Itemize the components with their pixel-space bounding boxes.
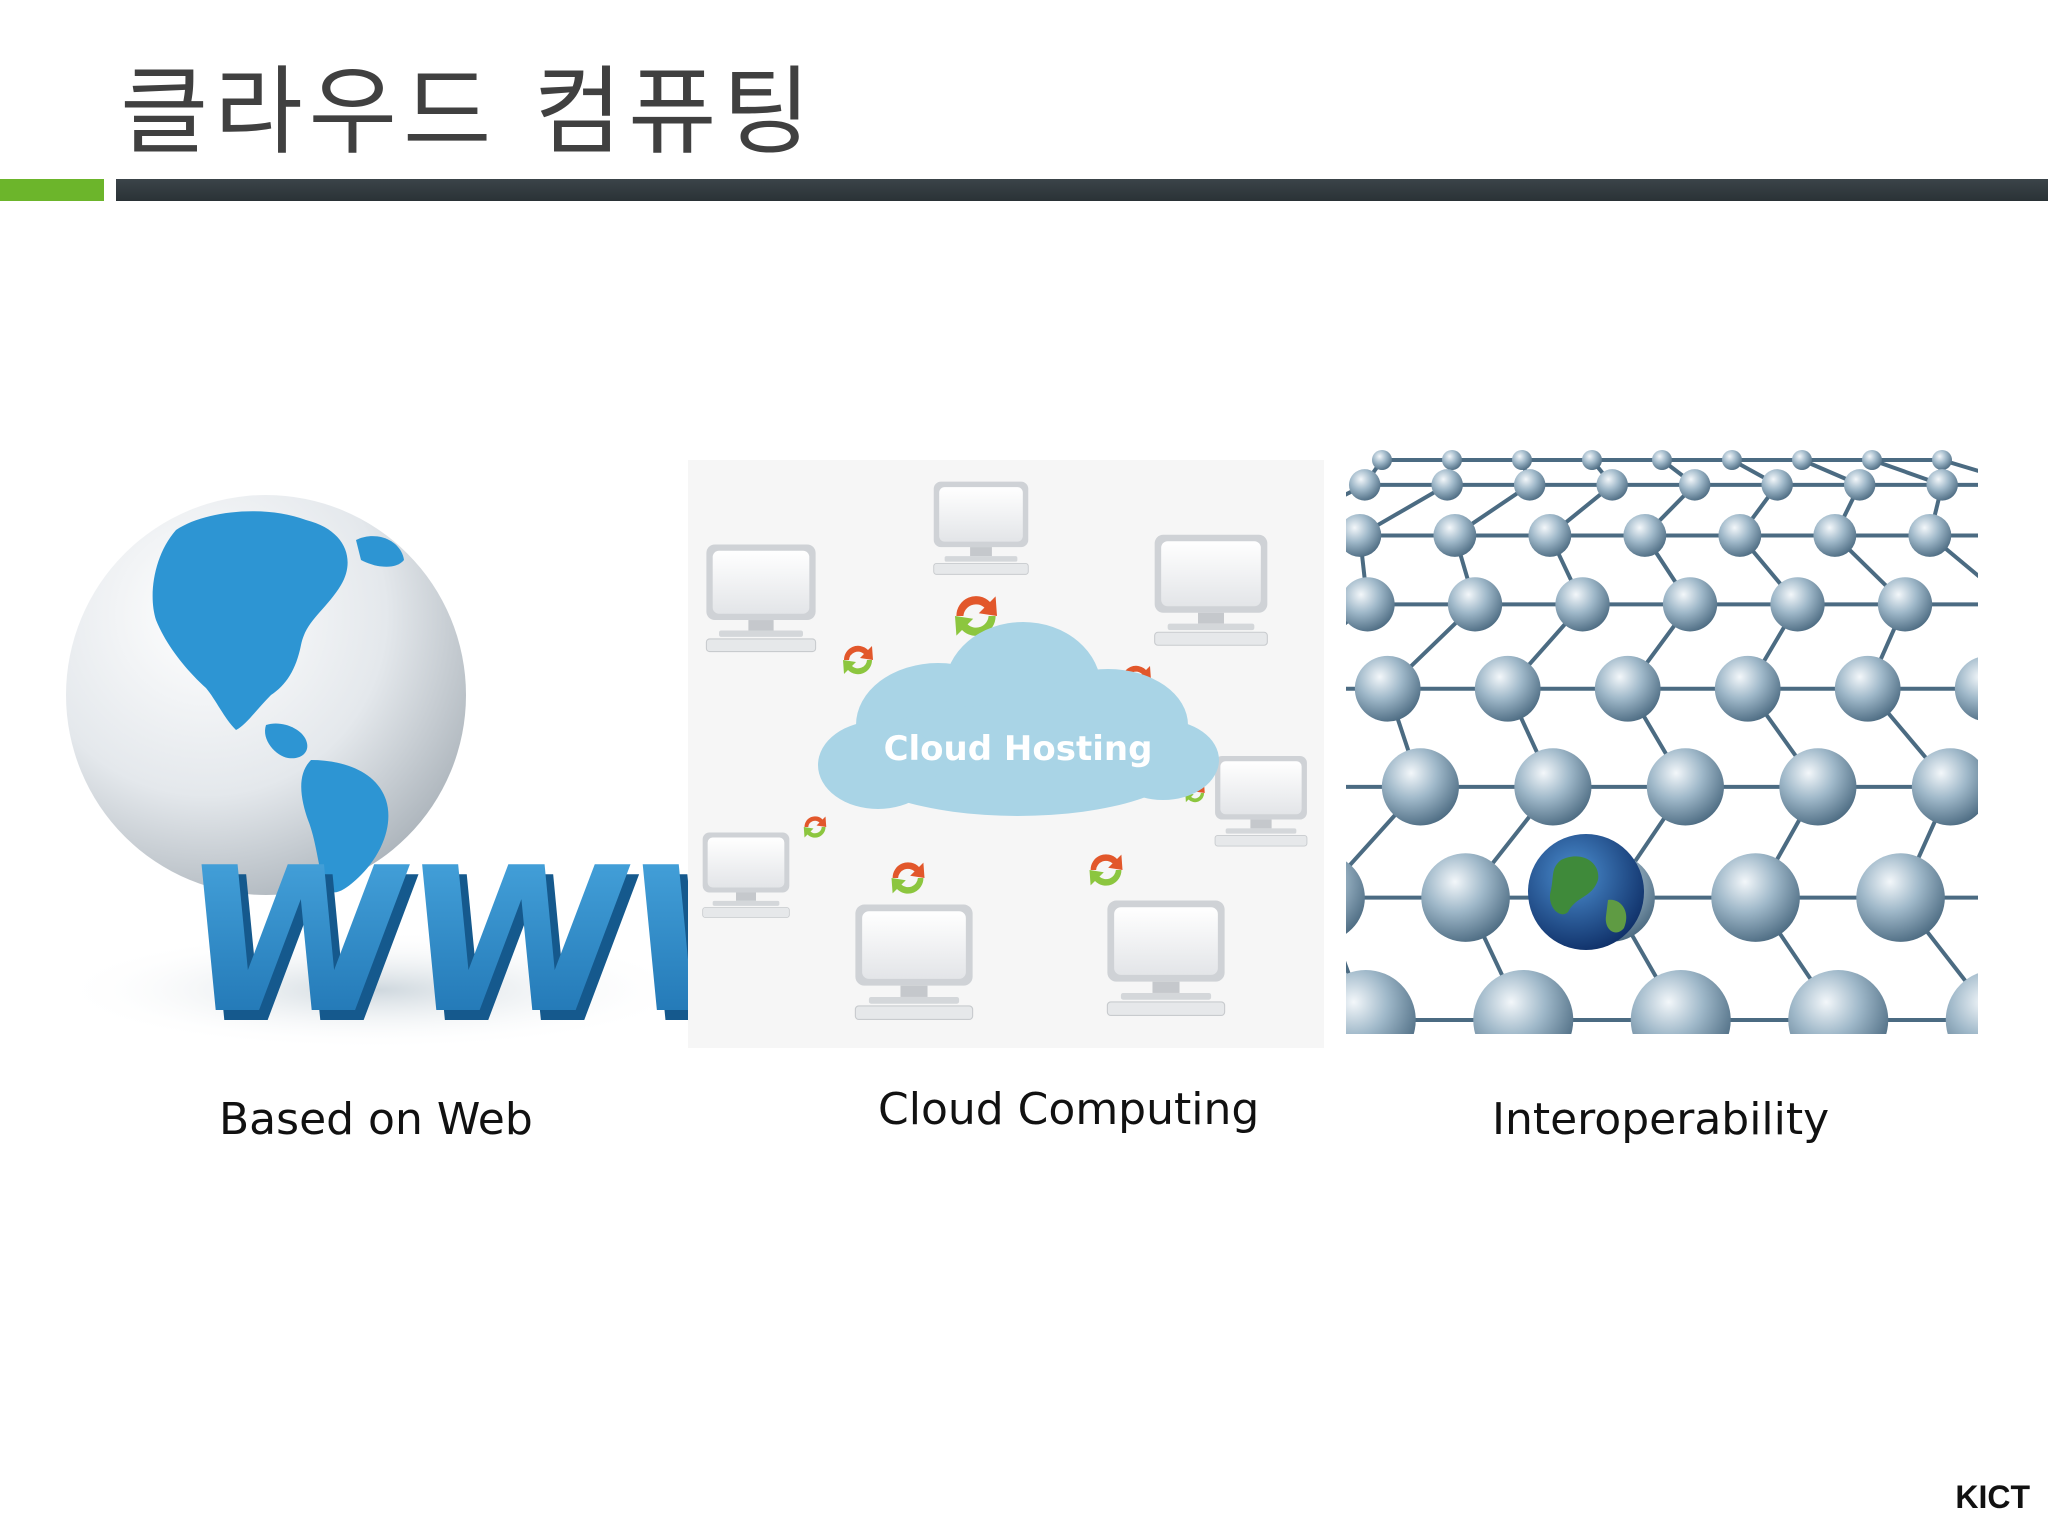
network-node bbox=[1596, 469, 1628, 501]
network-node bbox=[1514, 748, 1592, 826]
network-node bbox=[1348, 469, 1381, 501]
network-node bbox=[1594, 655, 1661, 722]
network-node bbox=[1433, 514, 1477, 557]
network-node bbox=[1945, 973, 1978, 1034]
network-node bbox=[1954, 657, 1978, 721]
network-node bbox=[1908, 514, 1952, 557]
network-node bbox=[1678, 469, 1711, 501]
network-node bbox=[1662, 577, 1718, 632]
network-node bbox=[1442, 450, 1462, 470]
cloud-hosting-icon: Cloud Hosting bbox=[688, 460, 1324, 1048]
www-globe-image: WWW WWW bbox=[56, 470, 696, 1070]
network-node bbox=[1512, 450, 1532, 470]
network-node bbox=[1623, 514, 1667, 557]
network-node bbox=[1346, 577, 1395, 632]
network-node bbox=[1862, 450, 1882, 470]
svg-text:WWW: WWW bbox=[177, 835, 696, 1068]
network-node bbox=[1555, 577, 1610, 632]
www-globe-icon: WWW WWW bbox=[56, 470, 696, 1070]
cloud-hosting-image: Cloud Hosting bbox=[688, 460, 1324, 1048]
network-node bbox=[1421, 853, 1510, 942]
cloud-hosting-label: Cloud Hosting bbox=[884, 729, 1153, 769]
network-nodes-image bbox=[1346, 450, 1978, 1034]
network-node bbox=[1792, 450, 1812, 470]
network-node bbox=[1381, 748, 1459, 826]
slide-title: 클라우드 컴퓨팅 bbox=[120, 56, 817, 168]
network-node bbox=[1473, 970, 1574, 1034]
network-node bbox=[1714, 655, 1781, 722]
network-node bbox=[1718, 514, 1762, 557]
network-node bbox=[1513, 469, 1546, 501]
network-node bbox=[1354, 655, 1421, 722]
network-node bbox=[1813, 514, 1857, 557]
network-node bbox=[1932, 450, 1952, 470]
network-node bbox=[1652, 450, 1672, 470]
network-node bbox=[1346, 861, 1365, 934]
caption-based-on-web: Based on Web bbox=[219, 1094, 533, 1145]
svg-text:WWW: WWW bbox=[168, 825, 696, 1058]
network-node bbox=[1646, 748, 1724, 826]
network-node bbox=[1528, 514, 1572, 557]
kict-logo: KICT bbox=[1955, 1479, 2030, 1515]
network-node bbox=[1856, 853, 1945, 942]
network-node bbox=[1711, 853, 1800, 942]
title-accent-bar bbox=[0, 179, 104, 201]
network-node bbox=[1346, 514, 1382, 557]
network-node bbox=[1788, 970, 1889, 1034]
network-node bbox=[1834, 655, 1901, 722]
caption-interoperability: Interoperability bbox=[1492, 1094, 1830, 1145]
network-node bbox=[1843, 469, 1876, 501]
network-nodes-icon bbox=[1346, 450, 1978, 1034]
network-node bbox=[1722, 450, 1742, 470]
network-node bbox=[1770, 577, 1825, 632]
network-node bbox=[1926, 469, 1958, 501]
network-link bbox=[1346, 483, 1366, 497]
network-node bbox=[1779, 748, 1857, 826]
network-node bbox=[1447, 577, 1503, 632]
network-node bbox=[1761, 469, 1793, 501]
network-node bbox=[1877, 577, 1933, 632]
network-node bbox=[1346, 970, 1416, 1034]
network-node bbox=[1582, 450, 1602, 470]
caption-cloud-computing: Cloud Computing bbox=[878, 1084, 1260, 1135]
network-node bbox=[1431, 469, 1463, 501]
network-link bbox=[1941, 458, 1978, 473]
title-divider-bar bbox=[116, 179, 2048, 201]
network-node bbox=[1630, 970, 1731, 1034]
network-node bbox=[1474, 655, 1541, 722]
network-node bbox=[1372, 450, 1392, 470]
network-node bbox=[1911, 748, 1978, 826]
